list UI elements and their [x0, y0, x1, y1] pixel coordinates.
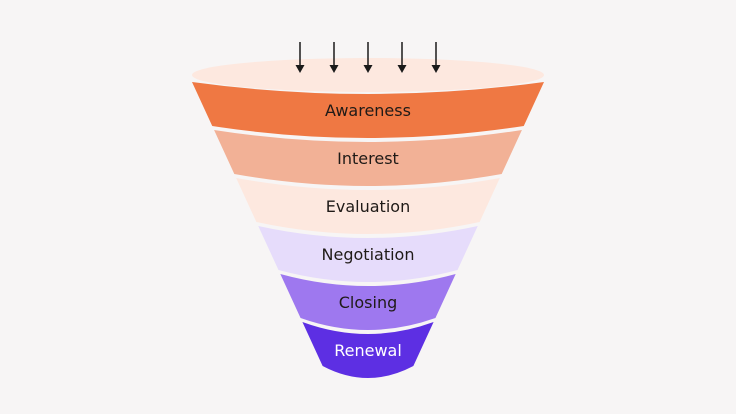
funnel-rim [192, 58, 544, 92]
stage-label-closing: Closing [339, 293, 397, 312]
stage-label-interest: Interest [337, 149, 399, 168]
stage-band-evaluation [236, 178, 500, 234]
stage-band-awareness [192, 82, 544, 138]
stage-label-awareness: Awareness [325, 101, 411, 120]
stage-label-negotiation: Negotiation [322, 245, 415, 264]
stage-band-interest [214, 130, 522, 186]
arrowhead-icon [295, 65, 305, 73]
stage-label-renewal: Renewal [334, 341, 402, 360]
stage-band-negotiation [258, 226, 478, 282]
arrowhead-icon [397, 65, 407, 73]
input-arrows [295, 42, 441, 73]
arrowhead-icon [329, 65, 339, 73]
stage-band-renewal [302, 322, 434, 378]
stage-band-closing [280, 274, 456, 330]
funnel-stages: AwarenessInterestEvaluationNegotiationCl… [192, 82, 544, 378]
arrowhead-icon [363, 65, 373, 73]
stage-label-evaluation: Evaluation [326, 197, 410, 216]
arrowhead-icon [431, 65, 441, 73]
